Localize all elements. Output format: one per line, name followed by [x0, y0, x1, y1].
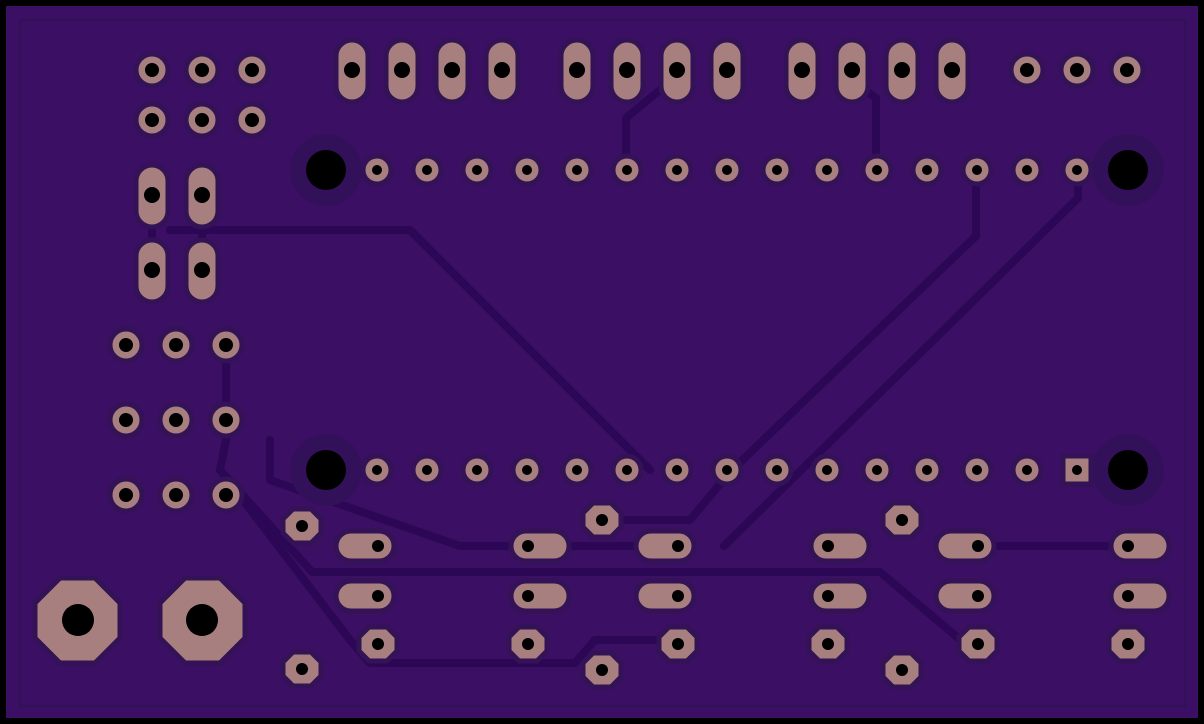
- header-top-left: [133, 51, 271, 139]
- dip-upper-row: [290, 134, 1164, 206]
- oblong-pad: [883, 37, 921, 105]
- oblong-pad: [133, 162, 171, 230]
- oblong-pad: [708, 37, 746, 105]
- mounting-hole: [1108, 450, 1148, 490]
- oblong-pad: [133, 237, 171, 305]
- trace-lower-left: [216, 346, 974, 652]
- oblong-pad: [383, 37, 421, 105]
- oblong-pad: [933, 37, 971, 105]
- trace-main-diagonal: [166, 226, 654, 474]
- board-inner-edge: [18, 18, 1187, 708]
- trace-lower-mid: [216, 466, 684, 667]
- top-right-round-pads: [1008, 51, 1146, 89]
- oblong-pad: [558, 37, 596, 105]
- mounting-hole: [306, 450, 346, 490]
- pads-layer: [32, 37, 1172, 690]
- dip-lower-row: [290, 434, 1164, 506]
- oblong-pad: [658, 37, 696, 105]
- top-oblong-pads: [333, 37, 971, 105]
- trace-top-link-1: [622, 86, 664, 172]
- oblong-pad: [483, 37, 521, 105]
- power-pads: [32, 575, 248, 666]
- oblong-pad: [183, 162, 221, 230]
- oblong-pad: [783, 37, 821, 105]
- oblong-pad: [833, 37, 871, 105]
- mounting-hole: [1108, 150, 1148, 190]
- oblong-pad: [433, 37, 471, 105]
- oblong-pad: [333, 37, 371, 105]
- header-left-3x3: [107, 326, 245, 514]
- mounting-hole: [306, 150, 346, 190]
- bottom-oblong-pads: [333, 528, 1172, 614]
- left-oblong-pads: [133, 162, 221, 305]
- oblong-pad: [183, 237, 221, 305]
- oblong-pad: [608, 37, 646, 105]
